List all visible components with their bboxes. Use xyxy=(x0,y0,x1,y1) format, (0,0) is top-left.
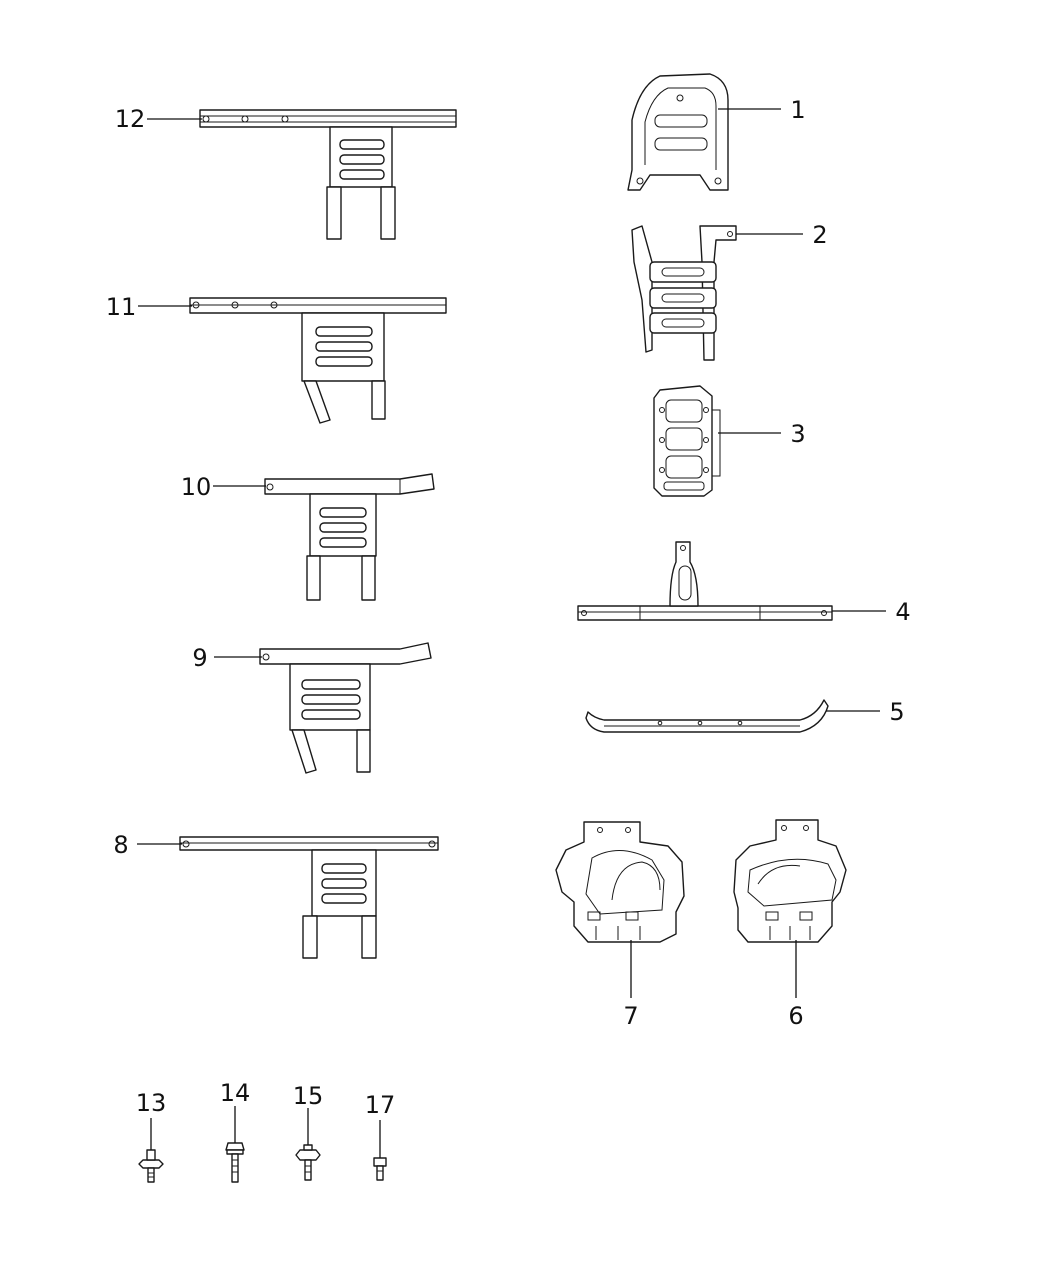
callout-label-4: 4 xyxy=(895,598,910,626)
callout-17: 17 xyxy=(365,1091,396,1158)
callout-13: 13 xyxy=(136,1089,167,1150)
part-1-bracket xyxy=(627,73,729,191)
callout-2: 2 xyxy=(736,221,828,249)
callout-label-7: 7 xyxy=(623,1002,638,1030)
part-14-bolt xyxy=(225,1142,245,1183)
part-13-bolt xyxy=(138,1149,164,1183)
part-6-side-shield xyxy=(733,819,847,943)
callout-label-14: 14 xyxy=(220,1079,251,1107)
part-3-seat-pan xyxy=(653,385,721,497)
callout-4: 4 xyxy=(832,598,911,626)
part-8-seat-frame xyxy=(179,836,439,959)
callout-15: 15 xyxy=(293,1082,324,1145)
callout-label-13: 13 xyxy=(136,1089,167,1117)
part-15-bolt xyxy=(295,1144,321,1181)
callout-10: 10 xyxy=(181,473,266,501)
callout-label-3: 3 xyxy=(790,420,805,448)
part-4-cross-member xyxy=(577,541,833,621)
callout-3: 3 xyxy=(718,420,806,448)
callout-label-5: 5 xyxy=(889,698,904,726)
callout-label-6: 6 xyxy=(788,1002,803,1030)
part-11-seat-frame xyxy=(189,297,447,424)
callout-1: 1 xyxy=(718,96,806,124)
callout-11: 11 xyxy=(106,293,192,321)
part-9-seat-frame xyxy=(259,642,432,774)
part-10-seat-frame xyxy=(264,473,435,601)
callout-6: 6 xyxy=(788,940,804,1030)
callout-9: 9 xyxy=(192,644,262,672)
part-7-side-shield xyxy=(555,821,685,943)
callout-5: 5 xyxy=(826,698,905,726)
callout-label-8: 8 xyxy=(113,831,128,859)
callout-label-10: 10 xyxy=(181,473,212,501)
callout-7: 7 xyxy=(623,940,639,1030)
callout-label-15: 15 xyxy=(293,1082,324,1110)
part-2-reinforcement xyxy=(631,225,737,361)
callout-14: 14 xyxy=(220,1079,251,1143)
callout-label-17: 17 xyxy=(365,1091,396,1119)
callout-label-11: 11 xyxy=(106,293,137,321)
callout-12: 12 xyxy=(115,105,202,133)
part-5-front-cross-bar xyxy=(585,699,829,733)
part-17-bolt xyxy=(373,1157,387,1181)
callout-label-2: 2 xyxy=(812,221,827,249)
callout-label-12: 12 xyxy=(115,105,146,133)
part-12-seat-frame xyxy=(199,109,457,240)
callout-8: 8 xyxy=(113,831,182,859)
callout-label-9: 9 xyxy=(192,644,207,672)
callout-label-1: 1 xyxy=(790,96,805,124)
